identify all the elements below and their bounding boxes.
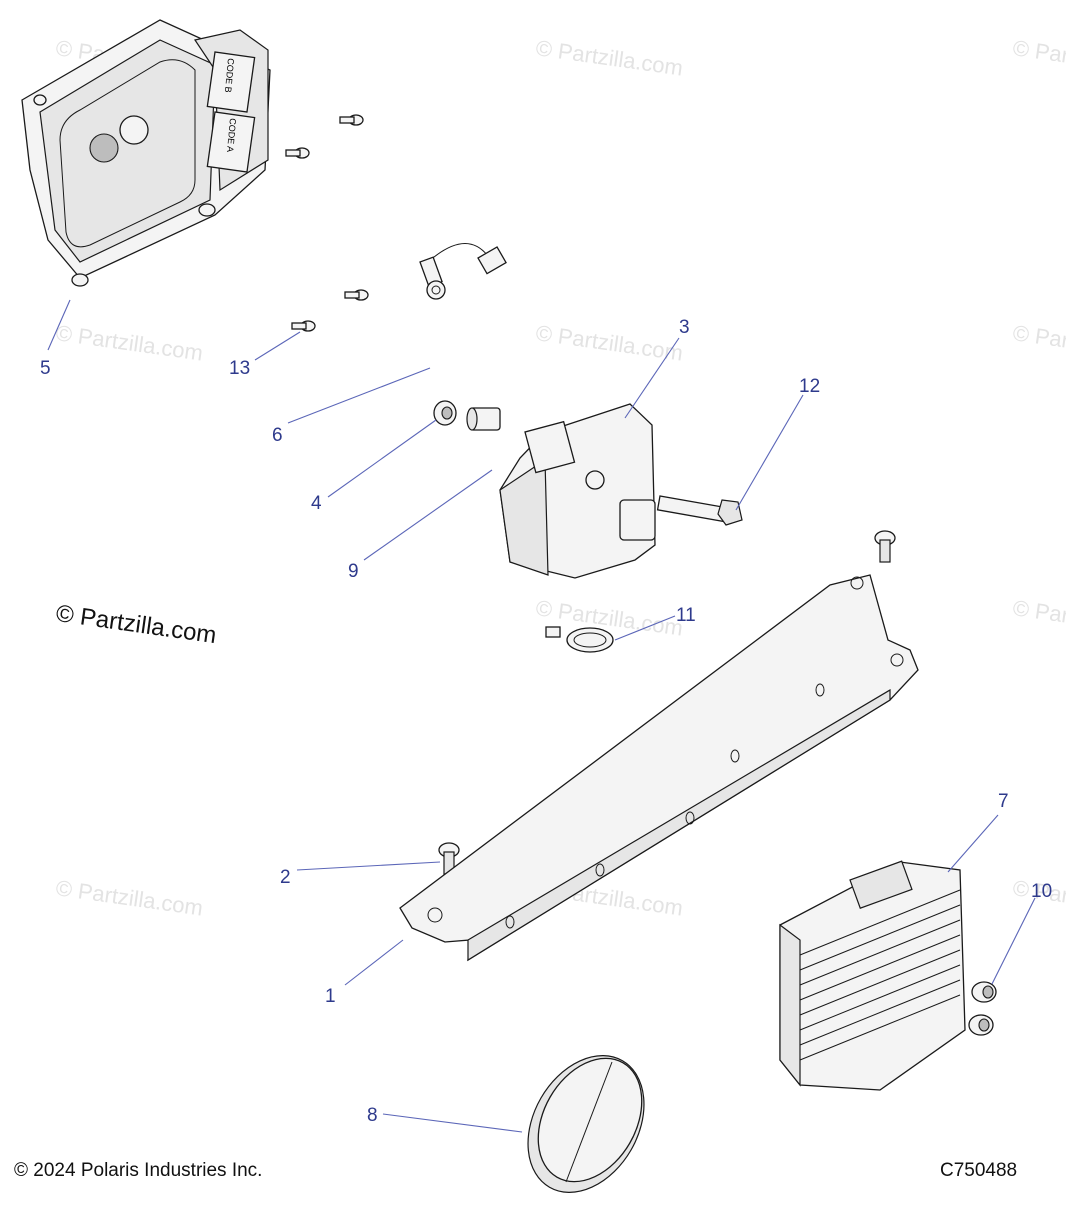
watermark-text: © Partzilla.com	[54, 875, 204, 920]
watermark-text: © Partzilla.com	[1011, 595, 1066, 640]
callout-7: 7	[998, 791, 1009, 812]
callout-8: 8	[367, 1105, 378, 1126]
leader-lines	[47, 299, 1036, 1133]
watermark-text: © Partzilla.com	[1011, 320, 1066, 365]
callout-2: 2	[280, 867, 291, 888]
callout-6: 6	[272, 425, 283, 446]
hose-clamp[interactable]	[545, 626, 614, 653]
callout-5: 5	[40, 358, 51, 379]
mounting-bracket[interactable]	[399, 574, 919, 962]
callout-10: 10	[1031, 881, 1052, 902]
callout-13: 13	[229, 358, 250, 379]
voltage-regulator[interactable]	[779, 860, 966, 1091]
push-rivet[interactable]	[438, 530, 896, 875]
callout-9: 9	[348, 561, 359, 582]
callout-numbers: 1 2 3 4 5 6 7 8 9 10 11 12 13	[40, 317, 1052, 1126]
watermark-text: © Partzilla.com	[534, 320, 684, 365]
bolt[interactable]	[656, 495, 743, 526]
watermark-text: © Partzilla.com	[54, 320, 204, 365]
diagram-code: C750488	[940, 1160, 1018, 1181]
electronic-module[interactable]	[499, 403, 656, 579]
callout-11: 11	[676, 605, 696, 626]
screw[interactable]	[285, 114, 369, 332]
nut[interactable]	[968, 981, 997, 1036]
spacer-sleeve[interactable]	[466, 407, 501, 431]
ecu-connector-label: CODE A	[225, 118, 238, 153]
ecu-connector-label: CODE B	[223, 58, 236, 93]
watermark-text: © Partzilla.com	[534, 35, 684, 80]
callout-1: 1	[325, 986, 336, 1007]
grommet[interactable]	[433, 400, 457, 426]
callout-12: 12	[799, 376, 820, 397]
copyright-notice: © 2024 Polaris Industries Inc.	[14, 1160, 263, 1181]
callout-4: 4	[311, 493, 322, 514]
round-plug[interactable]	[504, 1035, 667, 1200]
callout-3: 3	[679, 317, 690, 338]
watermark-text: © Partzilla.com	[1011, 35, 1066, 80]
ecu-controller[interactable]: CODE B CODE A	[21, 19, 271, 287]
ground-lead[interactable]	[419, 243, 507, 300]
